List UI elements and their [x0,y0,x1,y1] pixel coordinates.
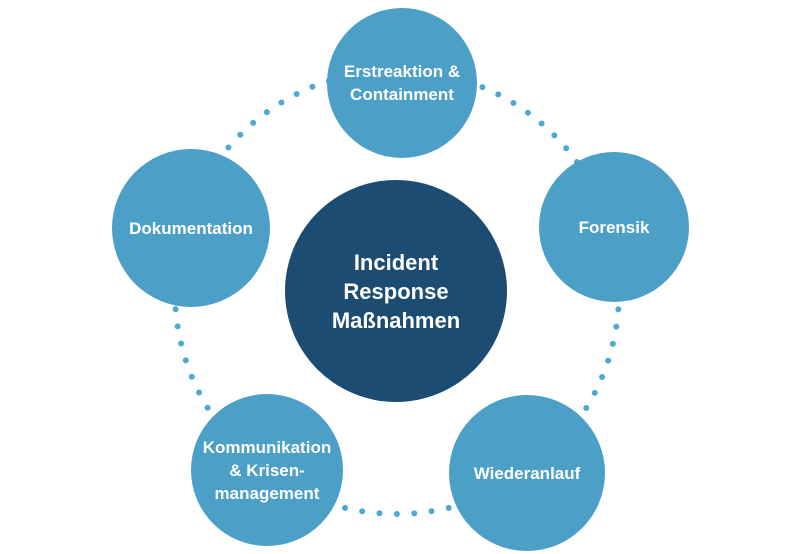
node-label: Dokumentation [129,218,253,238]
diagram-node-wiederanlauf: Wiederanlauf [449,395,605,551]
center-node-label: Incident Response Maßnahmen [331,249,461,333]
diagram-node-kommunikation-krisenmanagement: Kommunikation & Krisen- management [191,394,343,546]
node-label: Kommunikation & Krisen- management [202,437,332,503]
node-label: Forensik [578,217,650,237]
diagram-node-forensik: Forensik [539,152,689,302]
node-label: Wiederanlauf [473,463,581,483]
diagram-center-node: Incident Response Maßnahmen [285,180,507,402]
diagram-node-erstreaktion-containment: Erstreaktion & Containment [327,8,477,158]
diagram-node-dokumentation: Dokumentation [112,149,270,307]
node-label: Erstreaktion & Containment [343,62,461,104]
